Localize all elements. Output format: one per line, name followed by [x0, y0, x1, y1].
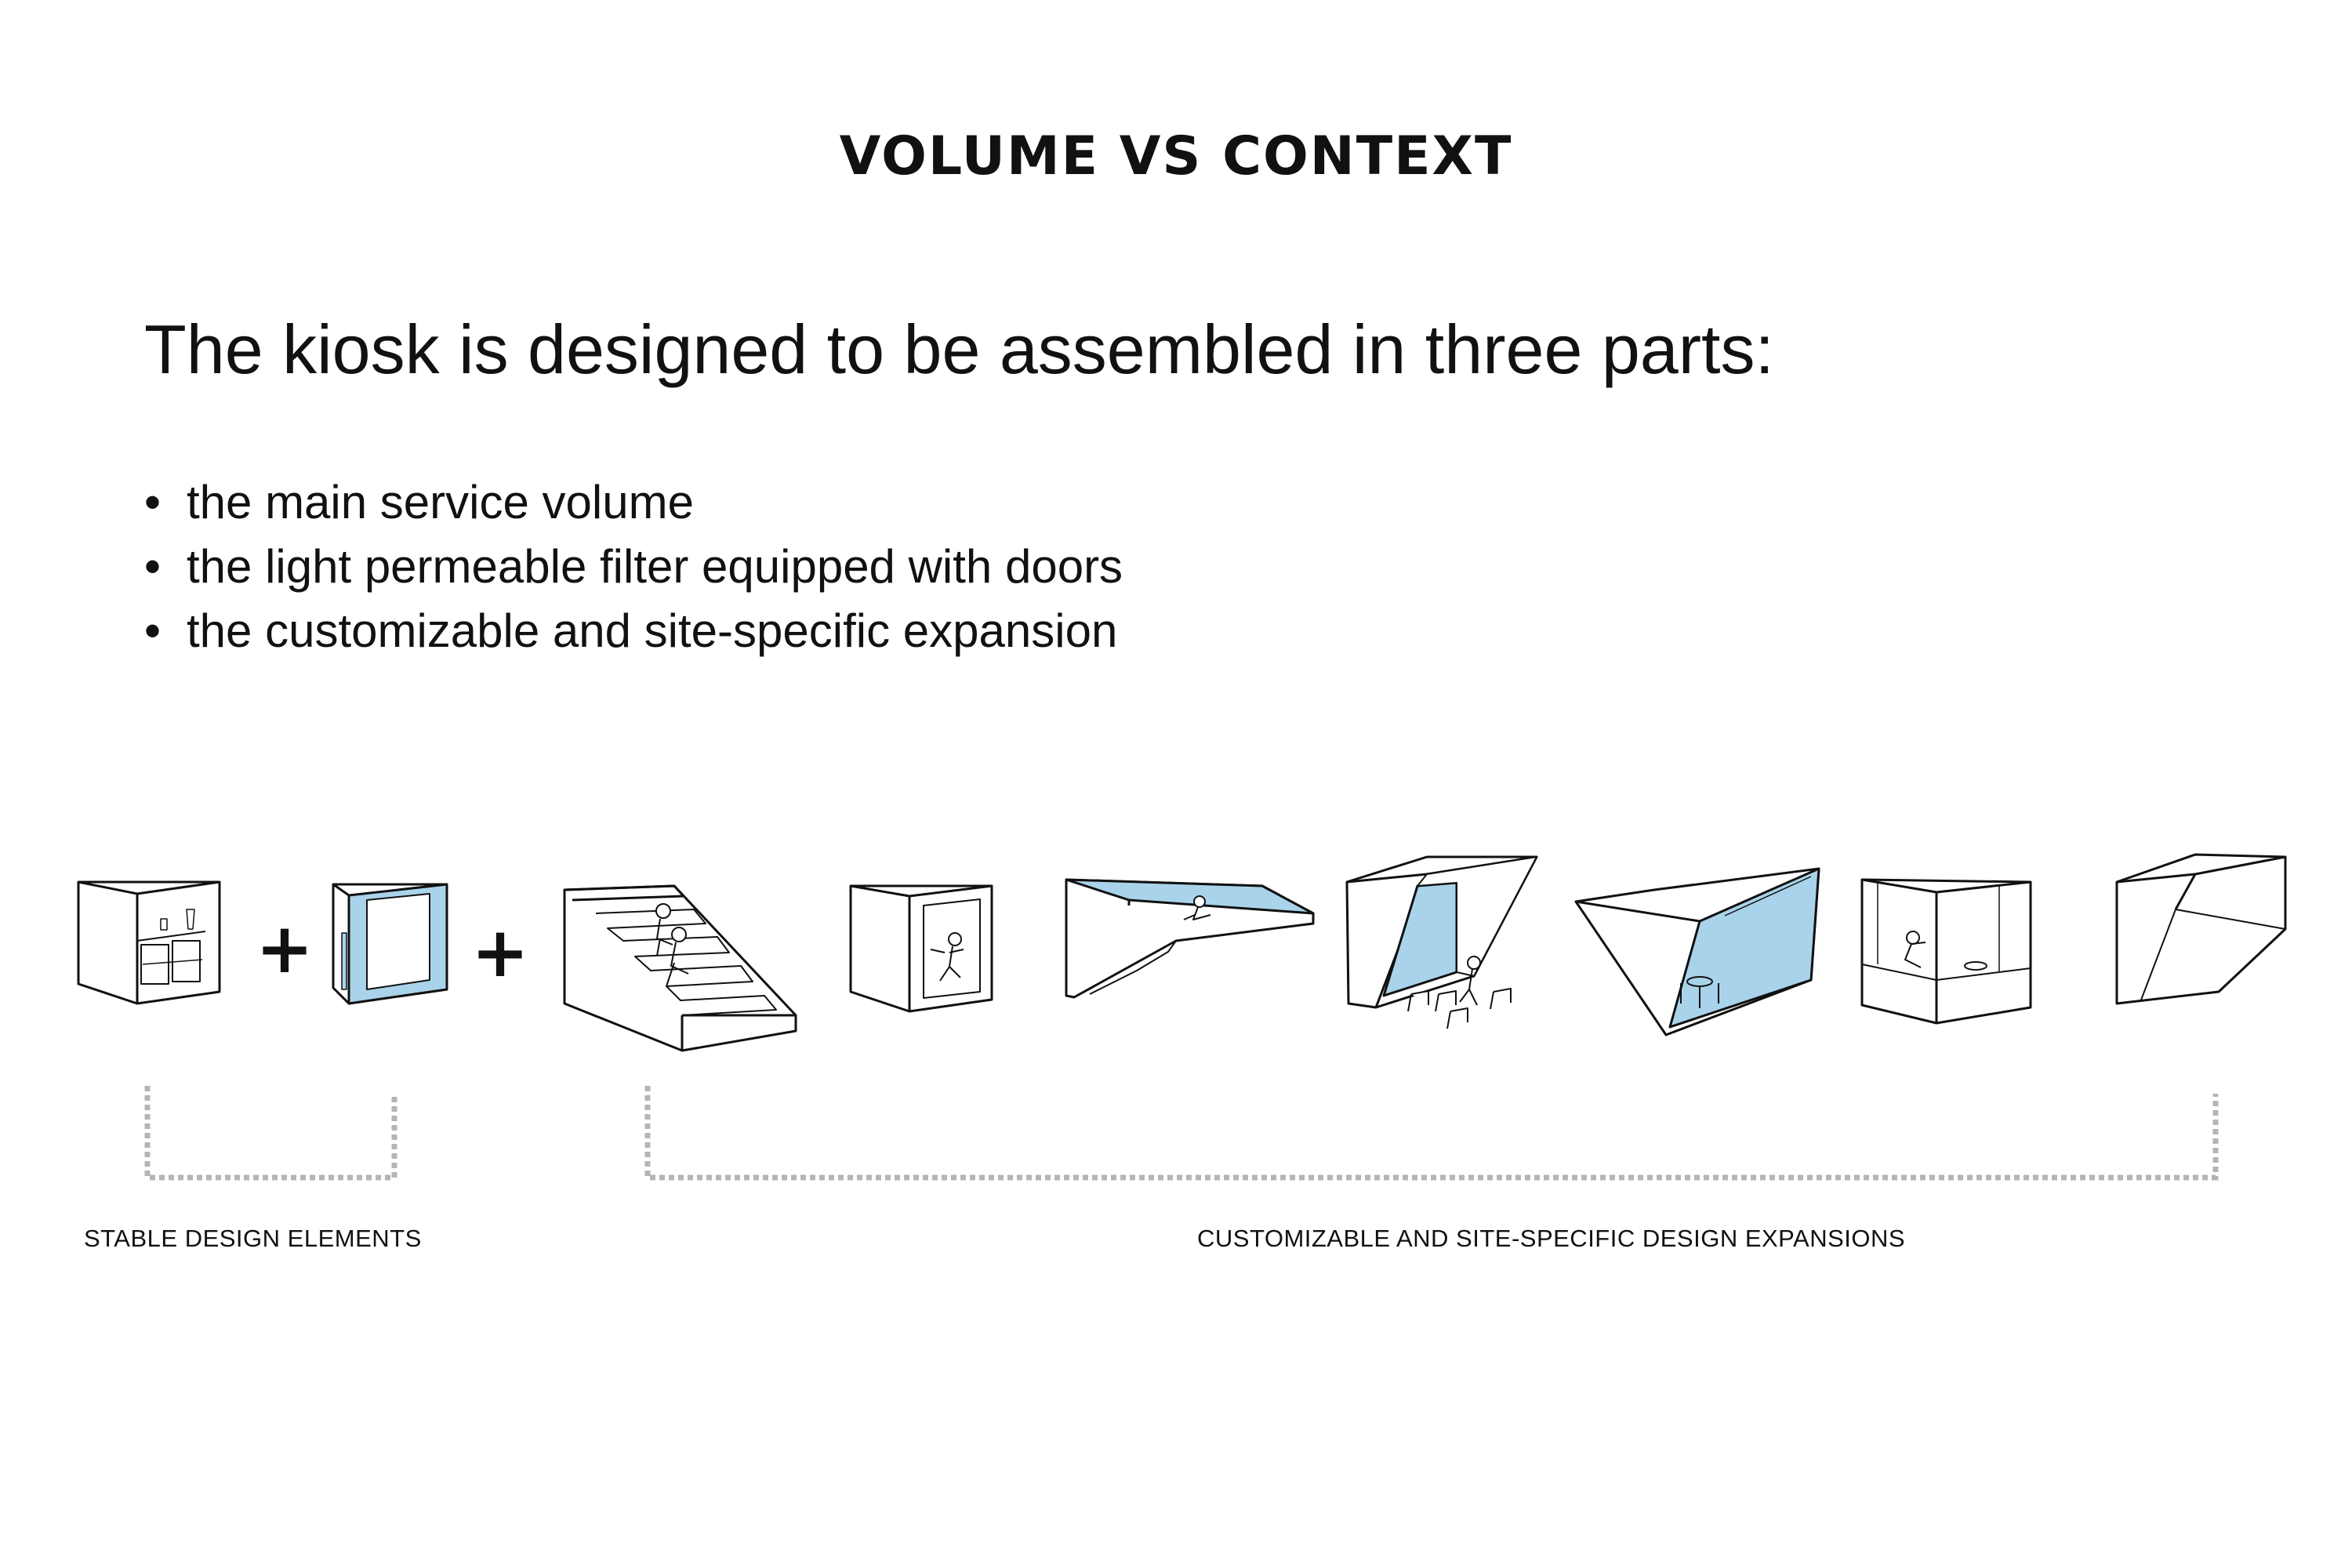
- stable-elements-bracket: [144, 1086, 397, 1181]
- list-item: • the customizable and site-specific expa…: [144, 599, 1123, 663]
- parts-list: • the main service volume • the light perm…: [144, 470, 1123, 663]
- bullet-glyph: •: [144, 604, 162, 657]
- cantilever-roof-expansion-icon: [1065, 878, 1315, 999]
- framed-box-expansion-icon: [849, 884, 993, 1013]
- open-counter-expansion-icon: [1860, 878, 2032, 1025]
- slanted-canopy-expansion-icon: [1345, 855, 1538, 1029]
- list-item: • the main service volume: [144, 470, 1123, 535]
- lead-statement: The kiosk is designed to be assembled in…: [144, 310, 1774, 388]
- bullet-glyph: •: [144, 476, 162, 528]
- service-volume-icon: [77, 880, 221, 1005]
- angular-glass-expansion-icon: [1574, 867, 1820, 1036]
- bullet-text: the customizable and site-specific expan…: [187, 604, 1118, 657]
- plus-operator: +: [471, 912, 529, 993]
- expansions-label: CUSTOMIZABLE AND SITE-SPECIFIC DESIGN EX…: [1197, 1225, 1906, 1252]
- list-item: • the light permeable filter equipped wit…: [144, 535, 1123, 599]
- light-filter-icon: [332, 883, 448, 1005]
- expansions-bracket: [644, 1086, 2219, 1181]
- bullet-glyph: •: [144, 540, 162, 593]
- staircase-expansion-icon: [563, 884, 797, 1052]
- folded-shell-expansion-icon: [2115, 853, 2287, 1005]
- stable-elements-label: STABLE DESIGN ELEMENTS: [84, 1225, 422, 1252]
- bullet-text: the main service volume: [187, 476, 694, 528]
- bullet-text: the light permeable filter equipped with…: [187, 540, 1123, 593]
- page-title: VOLUME VS CONTEXT: [839, 125, 1513, 187]
- plus-operator: +: [256, 908, 314, 989]
